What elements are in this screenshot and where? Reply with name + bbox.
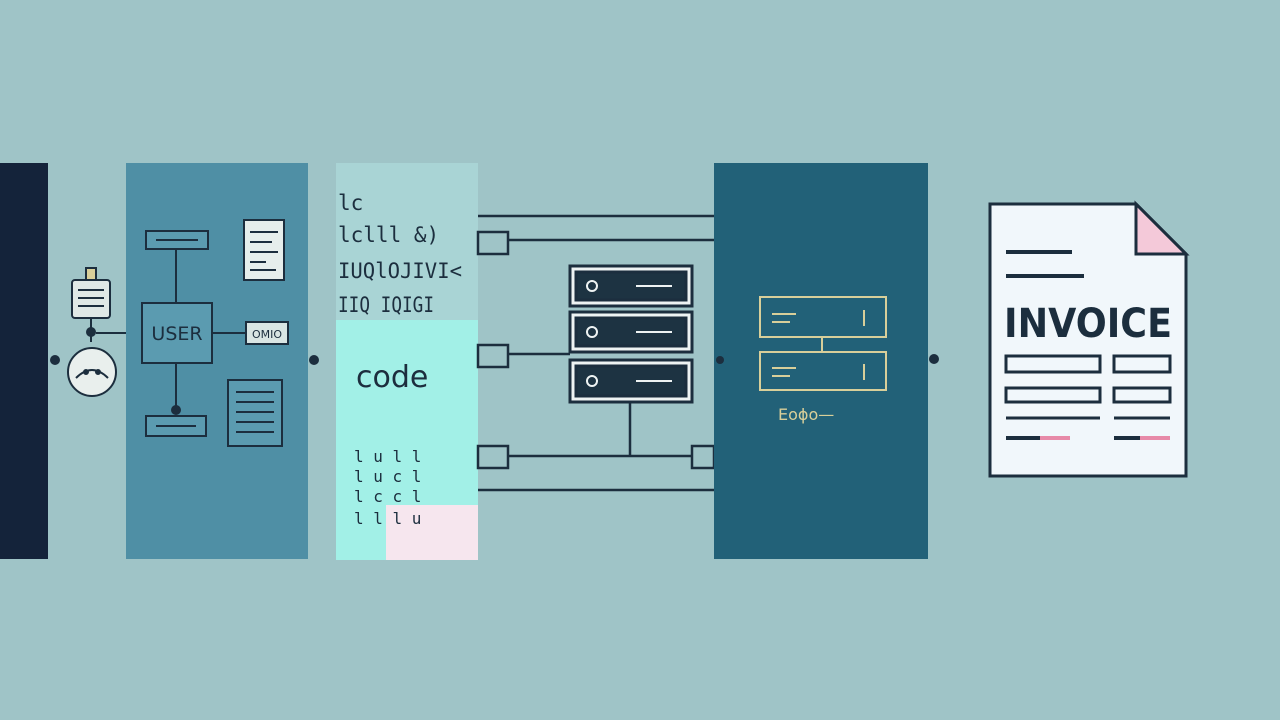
user-box <box>141 302 213 364</box>
code-pink-block <box>386 505 478 560</box>
connector-dot-user <box>309 355 319 365</box>
invoice-document <box>988 200 1190 478</box>
connector-dot-processing-right <box>929 354 939 364</box>
omio-label: OMIO <box>252 328 282 341</box>
code-glyph-line-2: lclll &) <box>338 223 439 247</box>
code-glyph-row-1: l u l l <box>354 447 421 466</box>
left-navy-strip <box>0 163 48 559</box>
code-glyph-line-4: IIQ IQIGI <box>338 293 434 317</box>
code-glyph-row-2: l u c l <box>354 467 421 486</box>
code-glyph-row-3: l c c l <box>354 487 421 506</box>
connector-dot-processing-left <box>716 356 724 364</box>
code-label: code <box>356 360 428 395</box>
processing-panel <box>714 163 928 559</box>
processing-stack-icon <box>759 296 887 391</box>
server-rack-icon <box>568 264 694 404</box>
code-glyph-row-4: l l l u <box>354 509 421 528</box>
omio-box <box>245 321 289 345</box>
invoice-fold-icon <box>1134 200 1190 256</box>
user-avatar-icon <box>67 267 117 397</box>
code-glyph-line-1: lc <box>338 191 363 215</box>
user-label: USER <box>151 323 202 345</box>
code-glyph-line-3: IUQlOJIVI< <box>338 259 462 283</box>
connector-dot-left <box>50 355 60 365</box>
code-panel-top <box>336 163 478 323</box>
connector-lines <box>476 214 716 492</box>
processing-caption: Eoɸo— <box>778 405 834 424</box>
invoice-title: INVOICE <box>1004 301 1172 347</box>
